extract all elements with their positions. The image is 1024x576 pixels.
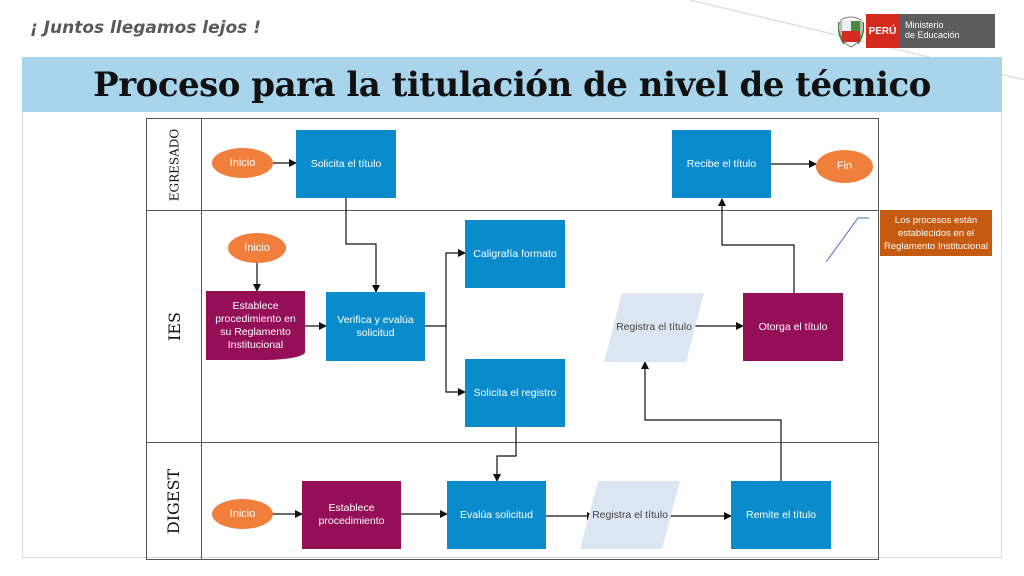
edge-branch-solicita-registro <box>445 326 466 396</box>
brand-country: PERÚ <box>866 14 899 48</box>
lane-separator <box>147 210 878 211</box>
ies-start-oval: Inicio <box>228 233 286 263</box>
process-recibe-titulo: Recibe el título <box>672 130 771 198</box>
process-solicita-registro: Solicita el registro <box>465 359 565 427</box>
process-solicita-titulo: Solicita el título <box>296 130 396 198</box>
swimlane-diagram: EGRESADO IES DIGEST <box>146 118 879 560</box>
title-band: Proceso para la titulación de nivel de t… <box>22 57 1002 112</box>
process-remite-titulo: Remite el título <box>731 481 831 549</box>
note-callout: Los procesos están establecidos en el Re… <box>880 210 992 256</box>
data-digest-registra-titulo: Registra el título <box>580 481 680 549</box>
process-caligrafia-formato: Caligrafía formato <box>465 220 565 288</box>
document-digest-establece-procedimiento: Establece procedimiento <box>302 481 401 549</box>
data-ies-registra-titulo: Registra el título <box>604 293 704 362</box>
end-oval: Fin <box>816 150 873 183</box>
lane-label-divider <box>201 119 202 559</box>
brand-ministry-line1: Ministerio <box>905 20 944 30</box>
edge-otorga-recibe <box>718 198 795 293</box>
callout-leader-line <box>825 217 869 263</box>
edge-branch-caligrafia <box>445 249 466 326</box>
document-establece-procedimiento-reglamento: Establece procedimiento en su Reglamento… <box>206 291 305 360</box>
lane-separator <box>147 442 878 443</box>
edge-solicita-verifica <box>345 197 380 293</box>
document-otorga-titulo: Otorga el título <box>743 293 843 361</box>
slogan: ¡ Juntos llegamos lejos ! <box>30 18 261 38</box>
ministry-brand: PERÚ Ministerio de Educación <box>838 14 995 48</box>
digest-start-oval: Inicio <box>212 499 273 529</box>
brand-ministry: Ministerio de Educación <box>899 14 995 48</box>
egresado-start-oval: Inicio <box>212 148 273 178</box>
brand-ministry-line2: de Educación <box>905 30 960 40</box>
page-title: Proceso para la titulación de nivel de t… <box>93 64 931 105</box>
process-verifica-evalua: Verifica y evalúa solicitud <box>326 292 425 361</box>
coat-of-arms-icon <box>838 16 864 48</box>
content-frame <box>22 112 1002 558</box>
edge-remite-ies-registra <box>641 361 782 481</box>
edge-solicita-registro-evalua <box>493 427 517 482</box>
process-evalua-solicitud: Evalúa solicitud <box>447 481 546 549</box>
